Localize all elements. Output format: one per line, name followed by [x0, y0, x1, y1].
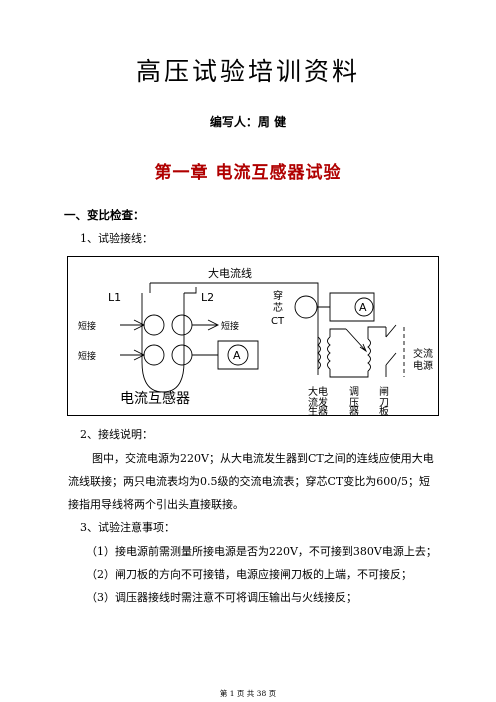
knife-switch-blade-2 — [385, 352, 397, 377]
short-link-left-top — [120, 319, 146, 331]
wiring-diagram-svg: 大电流线 L1 L2 短接 短接 短接 A 电流互感器 穿 芯 CT A — [78, 266, 433, 415]
ammeter-2-label: A — [359, 301, 367, 314]
terminal-L2: L2 — [201, 291, 214, 304]
generator-wire-top — [329, 328, 346, 337]
ct-primary-loop — [141, 293, 185, 393]
regulator-wire-bottom — [346, 371, 369, 378]
section-heading: 一、变比检查： — [64, 208, 145, 222]
generator-label-3: 生器 — [308, 405, 328, 415]
ct-winding-3 — [143, 344, 165, 366]
ac-source-label-1: 交流 — [413, 347, 433, 360]
regulator-label-3: 器 — [349, 406, 359, 415]
generator-wire-bottom — [329, 369, 346, 378]
chapter-heading: 第一章 电流互感器试验 — [154, 163, 342, 183]
page-footer: 第 1 页 共 38 页 — [219, 689, 277, 698]
knife-switch-label-2: 刀 — [379, 398, 389, 409]
ct-winding-1 — [143, 314, 165, 336]
big-current-line-wire — [150, 282, 319, 375]
item-precautions: 3、试验注意事项： — [80, 521, 175, 534]
item-wiring-notes: 2、接线说明： — [80, 428, 153, 441]
precaution-2: （2）闸刀板的方向不可接错，电源应接闸刀板的上端，不可接反； — [86, 568, 412, 581]
ammeter-1-loop — [217, 340, 259, 370]
regulator-label-2: 压 — [349, 397, 359, 409]
generator-coil-primary — [317, 336, 321, 370]
generator-coil-secondary — [327, 336, 331, 370]
precaution-1: （1）接电源前需测量所接电源是否为220V，不可接到380V电源上去； — [86, 545, 437, 558]
through-core-ct-ring — [294, 295, 318, 319]
ammeter-2-loop — [317, 292, 375, 322]
ct-winding-2 — [171, 314, 193, 336]
ct-label: 电流互感器 — [120, 390, 190, 407]
description-line-3: 接指用导线将两个引出头直接联接。 — [68, 498, 244, 511]
ammeter-2 — [354, 297, 374, 317]
regulator-wire-top — [367, 326, 386, 339]
short-label-left-top: 短接 — [78, 320, 96, 332]
knife-switch-label-1: 闸 — [379, 385, 389, 398]
knife-switch-label-3: 板 — [379, 405, 389, 415]
generator-label-1: 大电 — [308, 385, 328, 398]
author-line: 编写人：周 健 — [209, 115, 287, 129]
regulator-arrow — [345, 328, 368, 353]
document-title: 高压试验培训资料 — [135, 57, 360, 86]
regulator-label-1: 调 — [349, 386, 359, 398]
description-line-2: 流线联接；两只电流表均为0.5级的交流电流表；穿芯CT变比为600/5；短 — [68, 475, 430, 488]
ammeter-1-label: A — [233, 349, 241, 362]
ammeter-1 — [227, 344, 249, 366]
through-core-label-2: 芯 — [273, 301, 283, 314]
knife-switch-blade-1 — [385, 324, 397, 338]
regulator-coil — [367, 338, 371, 372]
terminal-L1: L1 — [108, 291, 121, 304]
short-label-left-bottom: 短接 — [78, 350, 96, 362]
generator-label-2: 流发 — [308, 396, 328, 409]
short-label-right: 短接 — [221, 320, 239, 332]
ac-source-label-2: 电源 — [413, 359, 433, 372]
l2-wire — [184, 287, 197, 294]
precaution-3: （3）调压器接线时需注意不可将调压输出与火线接反； — [86, 591, 357, 604]
big-current-line-label: 大电流线 — [208, 266, 252, 280]
item-wiring: 1、试验接线： — [80, 232, 153, 245]
ct-winding-4 — [171, 344, 193, 366]
description-line-1: 图中，交流电源为220V；从大电流发生器到CT之间的连线应使用大电 — [92, 452, 434, 465]
wiring-diagram: 大电流线 L1 L2 短接 短接 短接 A 电流互感器 穿 芯 CT A — [67, 256, 439, 416]
short-link-right — [192, 319, 220, 331]
through-core-label-3: CT — [271, 316, 285, 327]
short-link-left-bottom — [120, 349, 146, 361]
through-core-label-1: 穿 — [273, 289, 283, 302]
